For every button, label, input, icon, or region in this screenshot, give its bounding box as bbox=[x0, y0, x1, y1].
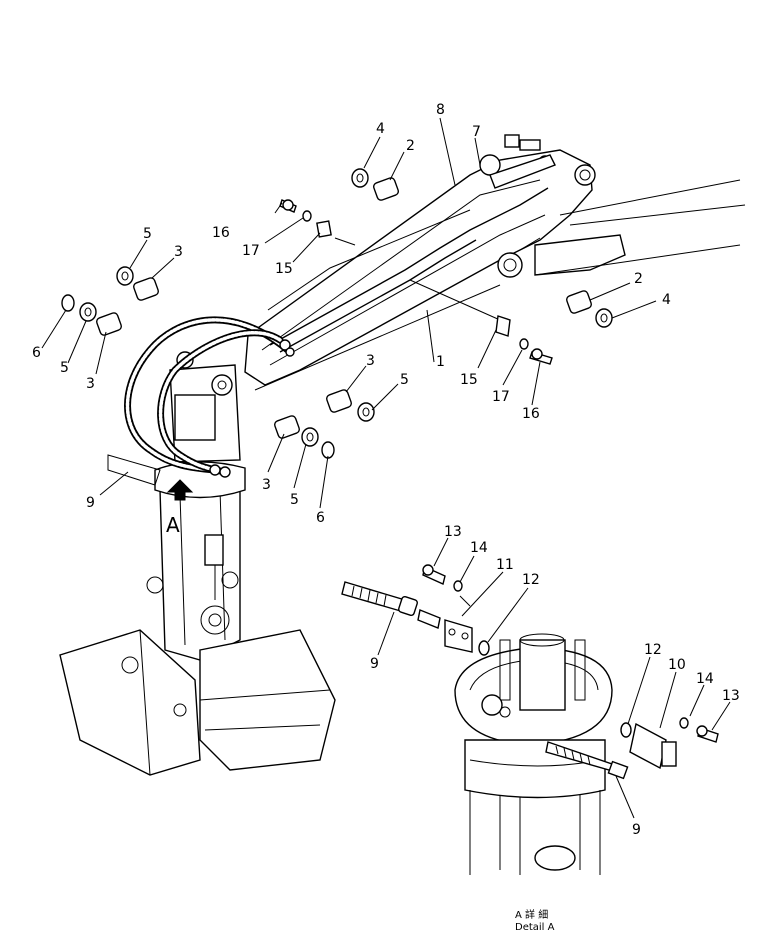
callout-4-right: 4 bbox=[662, 292, 671, 308]
callout-5-c: 5 bbox=[400, 372, 409, 388]
detail-a bbox=[341, 564, 719, 875]
view-marker-a: A bbox=[166, 513, 180, 537]
hydraulic-hoses bbox=[124, 316, 295, 478]
callout-3-b: 3 bbox=[86, 376, 95, 392]
clamps-and-bolts bbox=[279, 134, 553, 365]
callout-12-upper: 12 bbox=[522, 572, 540, 588]
callout-3-c: 3 bbox=[366, 353, 375, 369]
callout-3-a: 3 bbox=[174, 244, 183, 260]
callout-15-right: 15 bbox=[460, 372, 478, 388]
callout-11: 11 bbox=[496, 557, 514, 573]
callout-16-right: 16 bbox=[522, 406, 540, 422]
callout-10: 10 bbox=[668, 657, 686, 673]
callout-6-left: 6 bbox=[32, 345, 41, 361]
callout-5-a: 5 bbox=[143, 226, 152, 242]
callout-7: 7 bbox=[472, 124, 481, 140]
detail-caption-jp: A 詳 細 bbox=[515, 908, 548, 921]
callout-6-bottom: 6 bbox=[316, 510, 325, 526]
callout-16-left: 16 bbox=[212, 225, 230, 241]
callout-17-left: 17 bbox=[242, 243, 260, 259]
callout-15-left: 15 bbox=[275, 261, 293, 277]
callout-2-right: 2 bbox=[634, 271, 643, 287]
callout-13-upper: 13 bbox=[444, 524, 462, 540]
bushings bbox=[61, 168, 613, 459]
callout-labels: 1 2 2 3 3 3 3 4 4 5 5 5 5 6 6 7 8 9 9 9 … bbox=[32, 102, 740, 838]
callout-13-lower: 13 bbox=[722, 688, 740, 704]
callout-9-detail-lower: 9 bbox=[632, 822, 641, 838]
detail-caption-en: Detail A bbox=[515, 922, 555, 932]
detail-caption: A 詳 細 Detail A bbox=[515, 908, 555, 932]
callout-12-lower: 12 bbox=[644, 642, 662, 658]
main-body bbox=[59, 351, 336, 776]
callout-8: 8 bbox=[436, 102, 445, 118]
leader-lines bbox=[41, 117, 731, 819]
callout-14-lower: 14 bbox=[696, 671, 714, 687]
boom-arm bbox=[244, 149, 746, 391]
callout-3-d: 3 bbox=[262, 477, 271, 493]
callout-4-top: 4 bbox=[376, 121, 385, 137]
callout-14-upper: 14 bbox=[470, 540, 488, 556]
view-arrow-a bbox=[107, 454, 194, 501]
callout-9-detail-upper: 9 bbox=[370, 656, 379, 672]
callout-17-right: 17 bbox=[492, 389, 510, 405]
callout-2-top: 2 bbox=[406, 138, 415, 154]
callout-5-d: 5 bbox=[290, 492, 299, 508]
callout-9-left: 9 bbox=[86, 495, 95, 511]
callout-1: 1 bbox=[436, 354, 445, 370]
callout-5-b: 5 bbox=[60, 360, 69, 376]
